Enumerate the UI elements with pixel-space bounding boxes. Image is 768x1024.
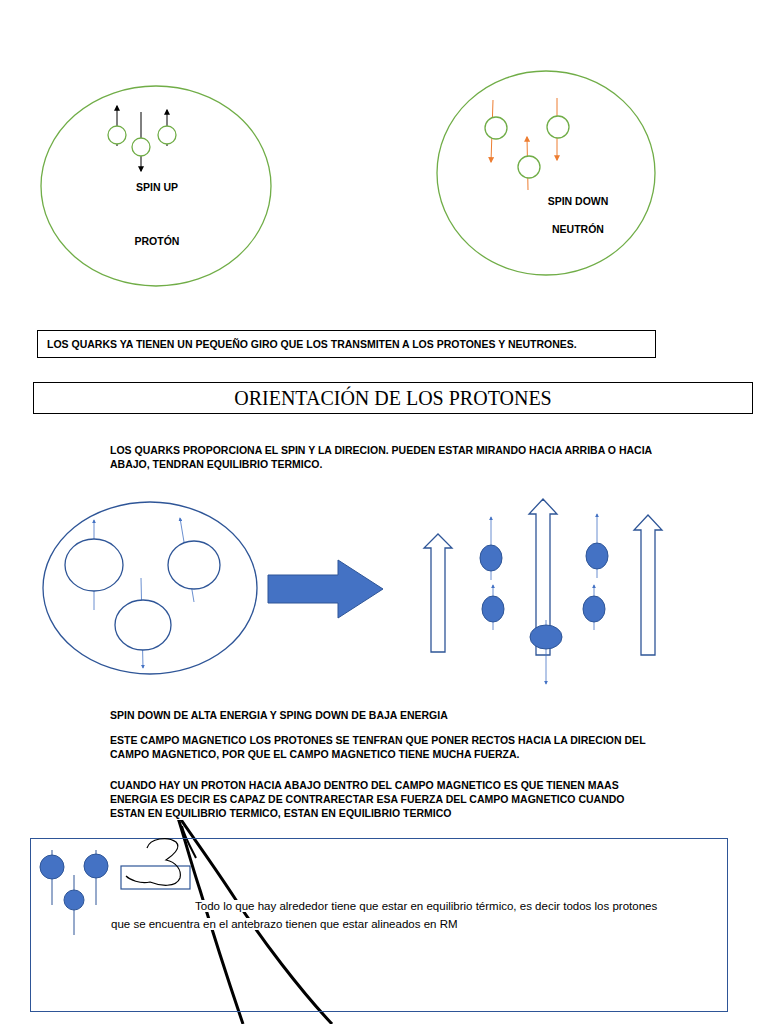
paragraph: SPIN DOWN DE ALTA ENERGIA Y SPING DOWN D… — [110, 708, 658, 722]
forearm-doodle — [121, 839, 190, 889]
text-box: Todo lo que hay alrededor tiene que esta… — [30, 838, 728, 1012]
particle-circle: SPIN UP PROTÓN — [40, 85, 272, 287]
paragraph: CUANDO HAY UN PROTON HACIA ABAJO DENTRO … — [110, 778, 658, 820]
box-text-run: Todo lo que hay alrededor tiene que esta… — [111, 900, 657, 930]
particle-label: PROTÓN — [135, 234, 180, 248]
title-box: ORIENTACIÓN DE LOS PROTONES — [33, 382, 753, 414]
title-text: ORIENTACIÓN DE LOS PROTONES — [40, 387, 746, 409]
paragraph: ESTE CAMPO MAGNETICO LOS PROTONES SE TEN… — [110, 733, 658, 761]
field-arrows — [424, 499, 662, 655]
circle-outline — [436, 70, 656, 276]
note-text: LOS QUARKS YA TIENEN UN PEQUEÑO GIRO QUE… — [47, 337, 646, 351]
particle-circle: SPIN DOWN NEUTRÓN — [436, 70, 656, 276]
particle-label: SPIN UP — [136, 180, 178, 194]
box-protons — [40, 850, 108, 935]
paragraph: LOS QUARKS PROPORCIONA EL SPIN Y LA DIRE… — [110, 443, 658, 471]
proton-quarks — [108, 106, 176, 171]
aligned-protons — [480, 514, 608, 684]
box-text: Todo lo que hay alrededor tiene que esta… — [111, 897, 671, 933]
particle-label: SPIN DOWN — [548, 194, 609, 208]
random-protons — [43, 502, 257, 674]
big-arrow — [268, 560, 383, 618]
particle-label: NEUTRÓN — [552, 222, 604, 236]
neutron-quarks — [485, 98, 569, 190]
text-box: LOS QUARKS YA TIENEN UN PEQUEÑO GIRO QUE… — [37, 330, 656, 358]
